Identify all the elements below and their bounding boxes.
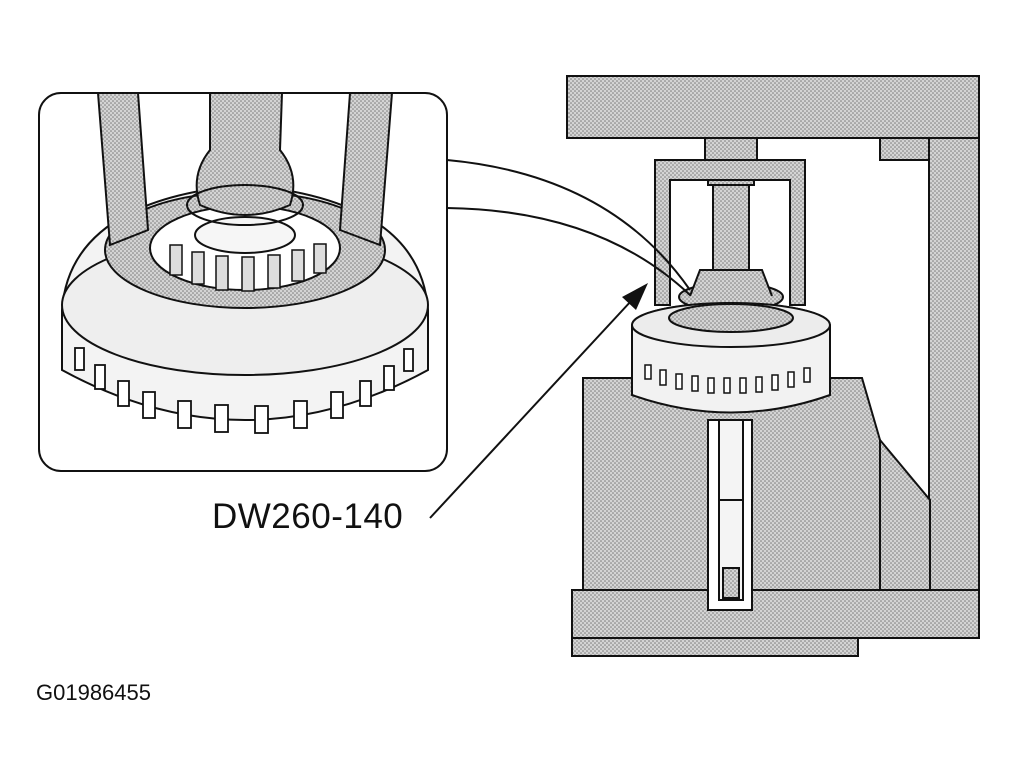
- detail-inset: [38, 92, 448, 472]
- figure-id: G01986455: [36, 680, 151, 705]
- callout-lines: [446, 159, 691, 296]
- leader-arrow: [429, 283, 648, 519]
- tool-label: DW260-140: [212, 497, 404, 536]
- press-frame: [566, 75, 980, 657]
- hub-with-tool: [631, 269, 831, 601]
- puller-yoke: [654, 159, 806, 306]
